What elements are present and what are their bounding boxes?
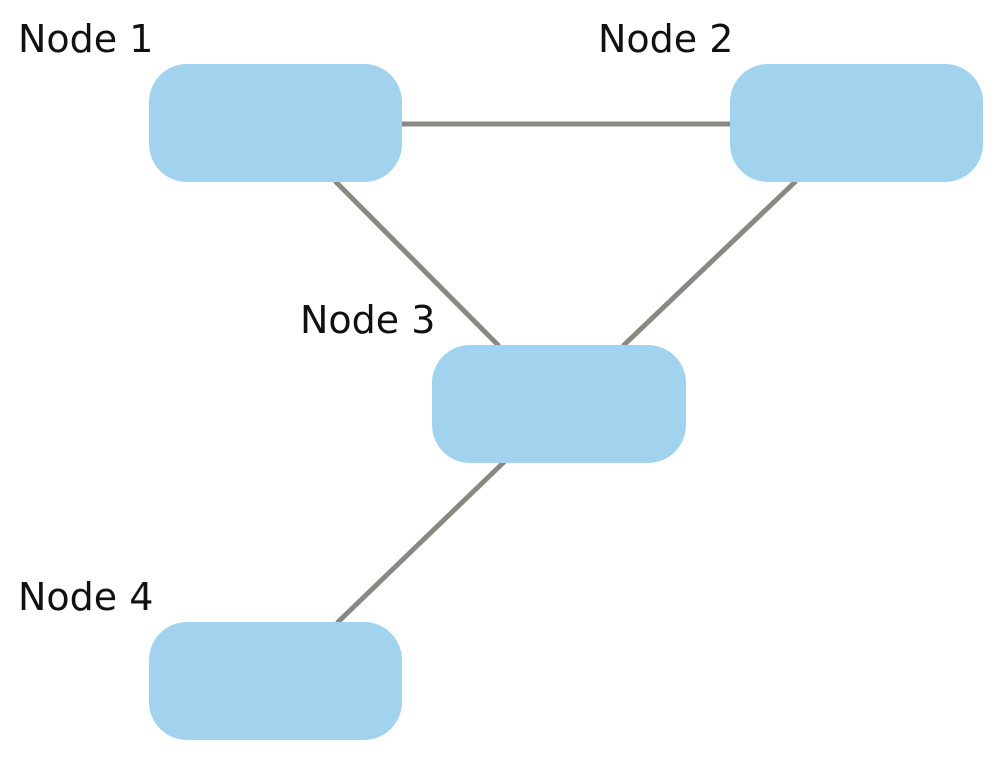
labels-group: Node 1 Node 2 Node 3 Node 4 — [18, 17, 733, 619]
node-1-box[interactable] — [149, 64, 402, 182]
node-2-box[interactable] — [730, 64, 983, 182]
node-4-label: Node 4 — [18, 575, 153, 619]
node-3-box[interactable] — [432, 345, 686, 463]
node-2-label: Node 2 — [598, 17, 733, 61]
edges-group — [333, 121, 798, 625]
nodes-group — [149, 64, 983, 740]
node-1-label: Node 1 — [18, 17, 153, 61]
edge-node-2-node-3 — [621, 179, 798, 348]
edge-node-3-node-4 — [335, 459, 507, 625]
node-4-box[interactable] — [149, 622, 402, 740]
node-3-label: Node 3 — [300, 298, 435, 342]
edge-node-1-node-3 — [333, 179, 501, 348]
